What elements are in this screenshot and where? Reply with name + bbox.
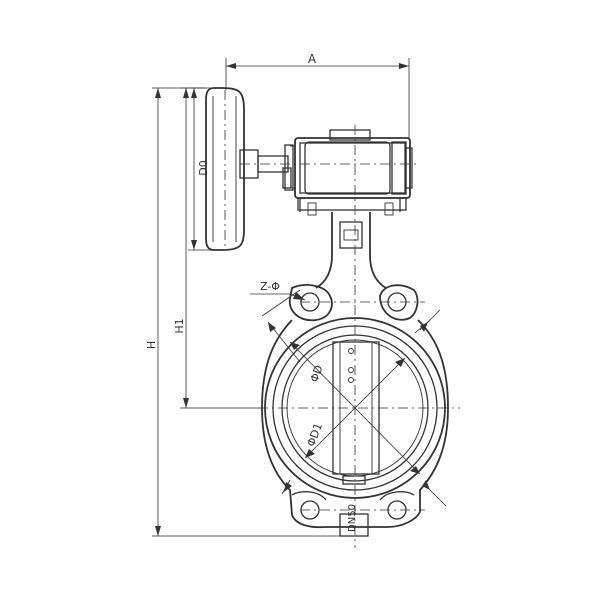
gearbox — [282, 129, 413, 216]
center-lines — [224, 90, 460, 548]
label-DN-group: DN50 — [347, 504, 358, 532]
dimension-Z-phi: Z-Φ — [250, 280, 306, 301]
label-Z-phi: Z-Φ — [260, 280, 280, 293]
dimension-H: H — [145, 87, 340, 537]
label-H: H — [145, 341, 158, 349]
dimension-bolt-circle — [261, 289, 447, 507]
center-markers — [348, 348, 354, 383]
label-D0: D0 — [197, 160, 210, 175]
label-H1: H1 — [173, 318, 186, 333]
dimension-D0: D0 — [188, 87, 214, 251]
valve-neck — [315, 212, 387, 289]
label-DN: DN50 — [347, 504, 358, 532]
dimension-A: A — [225, 52, 410, 140]
handwheel — [205, 87, 289, 251]
dimension-H1: H1 — [173, 87, 262, 409]
label-A: A — [308, 52, 317, 66]
label-phi-D: ΦD — [308, 364, 326, 385]
label-phi-D1: ΦD1 — [304, 421, 324, 448]
